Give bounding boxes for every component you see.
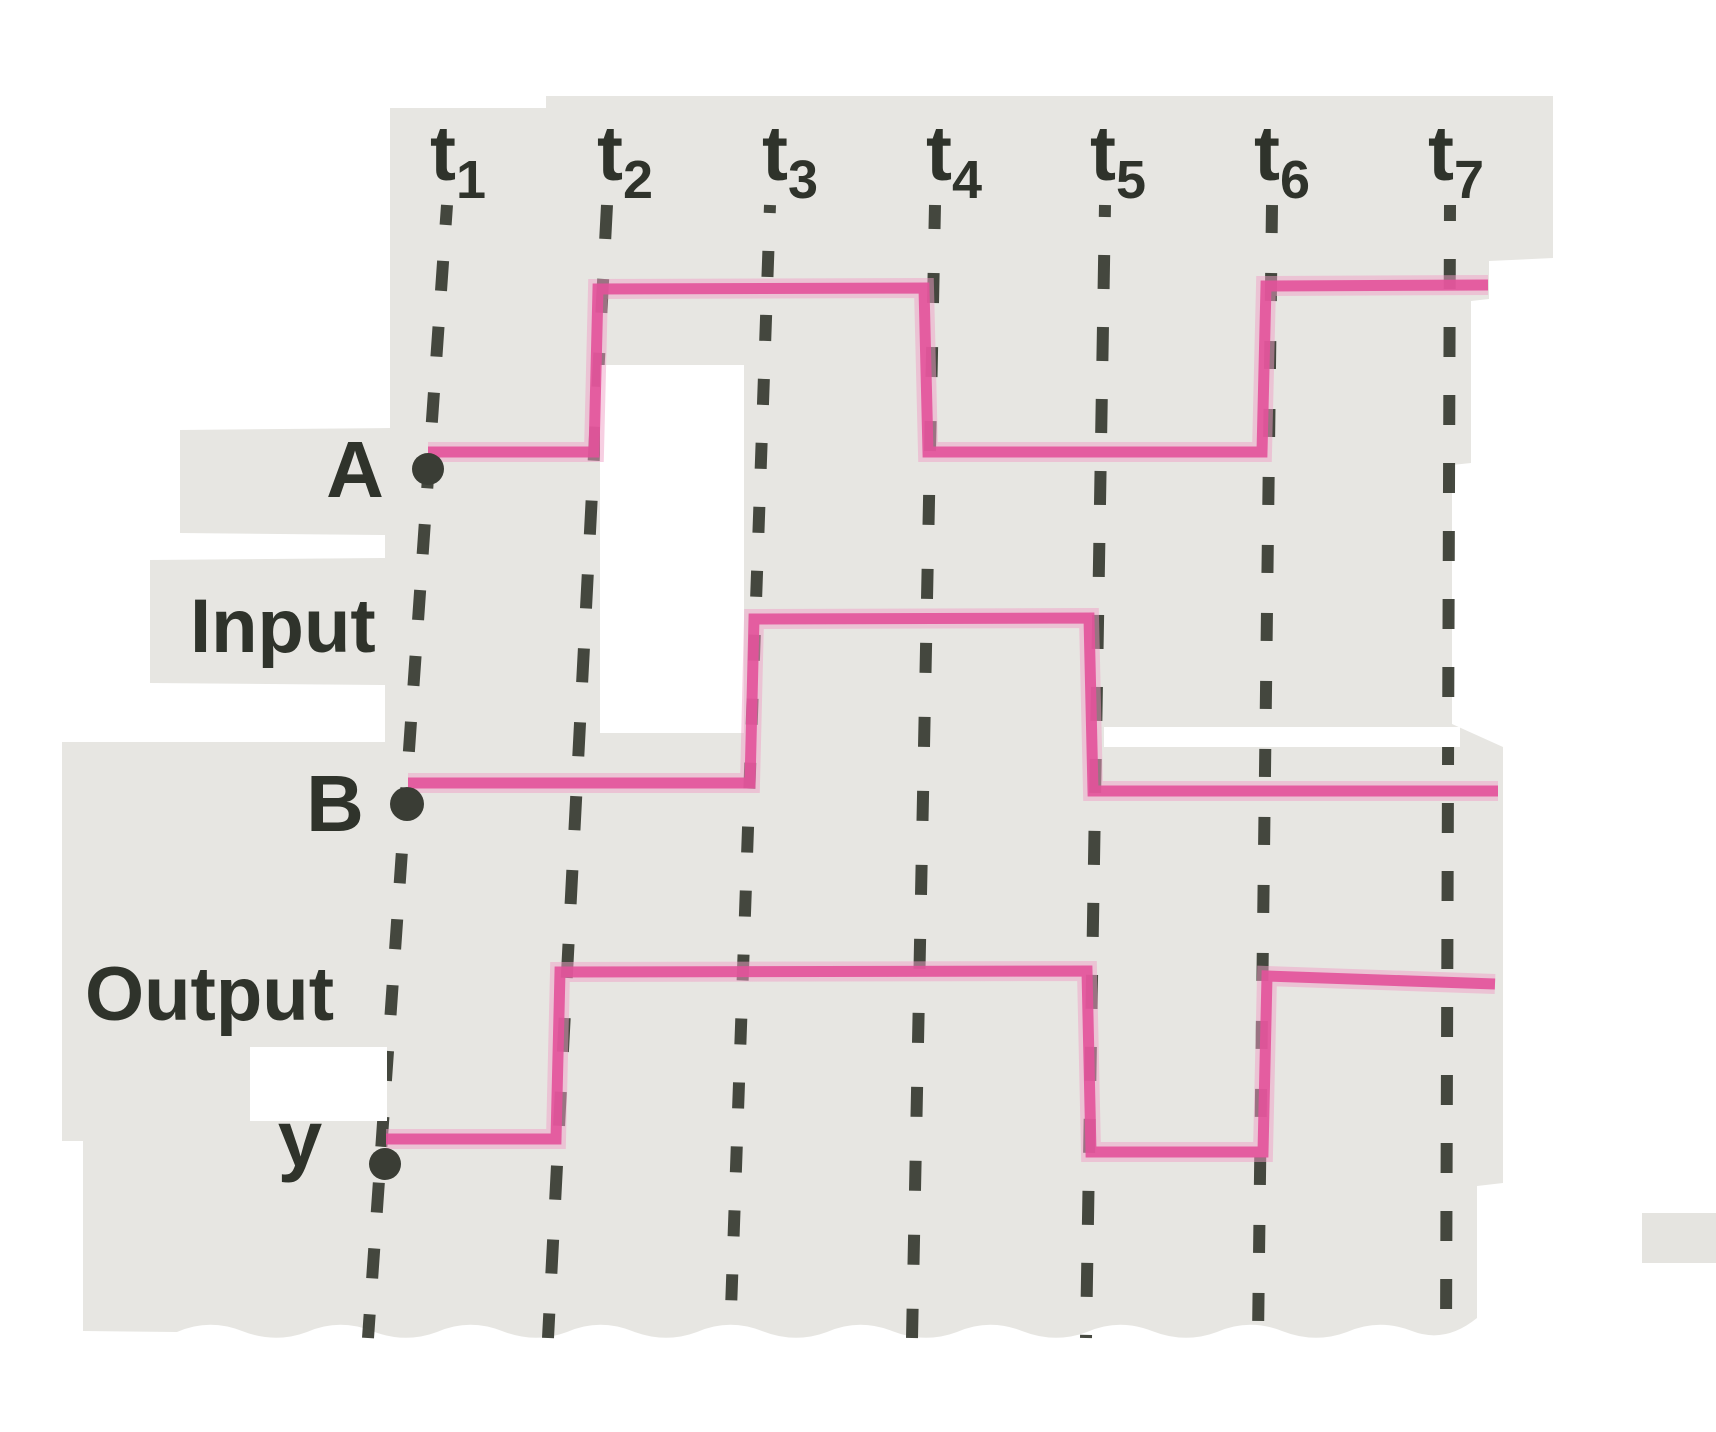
signal-b-label: B xyxy=(306,759,364,848)
scan-gray-fragment xyxy=(1642,1213,1716,1263)
signal-A-start-dot xyxy=(412,453,444,485)
time-label-t5: t5 xyxy=(1090,109,1146,210)
time-line-t1 xyxy=(362,204,453,1339)
signal-y-start-dot xyxy=(369,1148,401,1180)
signal-B-start-dot xyxy=(390,787,424,821)
time-line-t6 xyxy=(1252,204,1278,1339)
time-label-t1: t1 xyxy=(430,109,486,210)
time-line-t7 xyxy=(1440,204,1456,1339)
time-label-t3: t3 xyxy=(762,109,818,210)
time-label-t6: t6 xyxy=(1254,109,1310,210)
time-tick-labels: t1 t2 t3 t4 t5 t6 t7 xyxy=(430,109,1484,210)
waveform-A-trace xyxy=(428,279,1489,458)
waveform-traces xyxy=(369,275,1498,1180)
signal-y-label: y xyxy=(278,1094,323,1183)
signal-a-label: A xyxy=(326,425,384,514)
waveform-y-trace xyxy=(386,965,1496,1158)
waveform-B-trace xyxy=(408,612,1498,797)
time-label-t4: t4 xyxy=(926,109,982,210)
time-label-t2: t2 xyxy=(597,109,653,210)
scan-white-patch-2 xyxy=(1104,727,1460,747)
output-group-label: Output xyxy=(85,952,334,1037)
scan-white-patch-1 xyxy=(600,365,744,733)
time-label-t7: t7 xyxy=(1428,109,1484,210)
input-group-label: Input xyxy=(190,584,376,669)
scan-white-patch-3 xyxy=(250,1047,387,1121)
